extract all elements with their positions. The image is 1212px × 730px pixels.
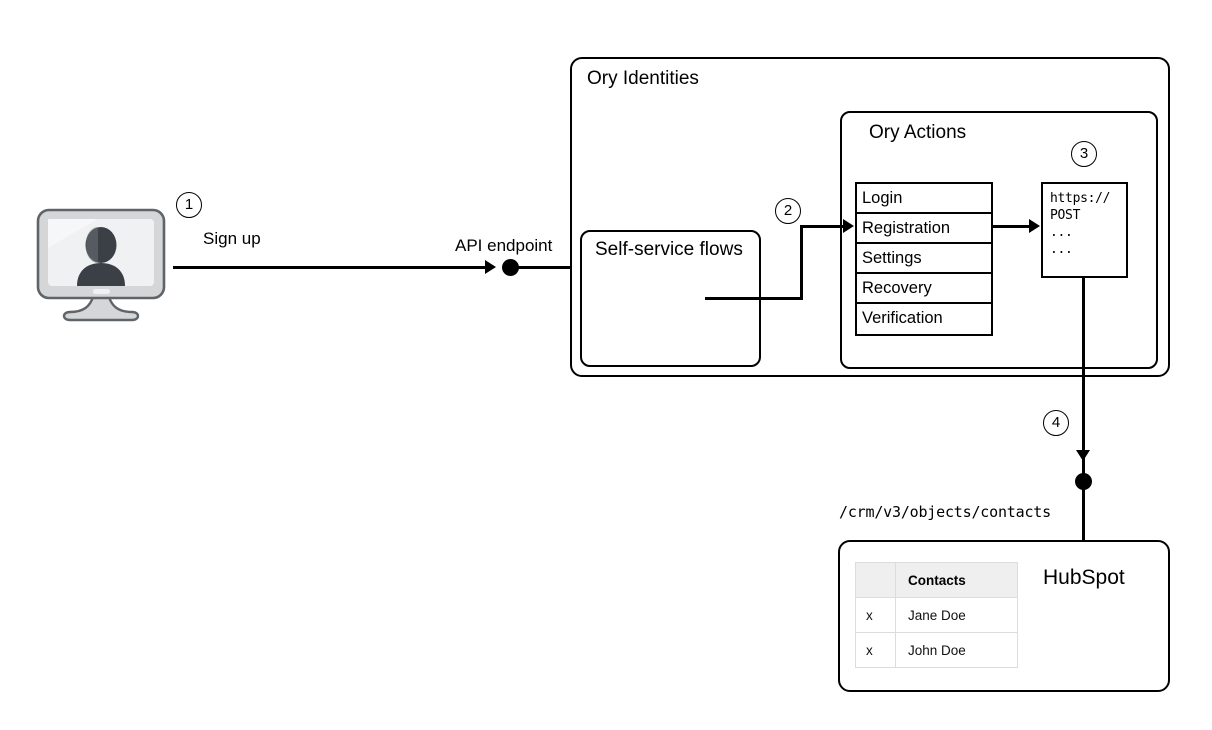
step2-connector-vertical	[800, 225, 803, 299]
ory-actions-title: Ory Actions	[869, 122, 967, 143]
step4-arrow-head	[1076, 450, 1090, 461]
step-circle-1: 1	[176, 192, 202, 218]
table-row[interactable]: x John Doe	[855, 632, 1018, 668]
self-service-flows-title: Self-service flows	[595, 239, 743, 260]
self-service-flow-list: Login Registration Settings Recovery Ver…	[855, 182, 993, 336]
table-header-marker	[855, 562, 896, 598]
step2-arrow-head	[843, 219, 854, 233]
ory-identities-title: Ory Identities	[587, 68, 699, 89]
sign-up-arrow-head	[485, 260, 496, 274]
table-cell-name: Jane Doe	[895, 597, 1018, 633]
webhook-line-body-2: ...	[1050, 242, 1073, 257]
table-cell-marker: x	[855, 632, 896, 668]
api-endpoint-dot	[502, 259, 519, 276]
hubspot-api-path-label: /crm/v3/objects/contacts	[839, 503, 1051, 521]
webhook-line-body-1: ...	[1050, 225, 1073, 240]
flow-row-recovery[interactable]: Recovery	[857, 274, 991, 304]
table-header-row: Contacts	[855, 562, 1018, 598]
registration-to-webhook-line	[993, 225, 1031, 228]
hubspot-title: HubSpot	[1043, 566, 1125, 589]
step-circle-4: 4	[1043, 410, 1069, 436]
hubspot-endpoint-connector	[1082, 489, 1085, 541]
step2-connector-upper	[800, 225, 844, 228]
table-header-contacts: Contacts	[895, 562, 1018, 598]
hubspot-endpoint-dot	[1075, 473, 1092, 490]
hubspot-contacts-table: Contacts x Jane Doe x John Doe	[855, 562, 1018, 668]
table-cell-name: John Doe	[895, 632, 1018, 668]
table-cell-marker: x	[855, 597, 896, 633]
registration-to-webhook-arrow-head	[1029, 219, 1040, 233]
user-monitor-icon	[36, 208, 166, 323]
step-circle-2: 2	[775, 198, 801, 224]
sign-up-label: Sign up	[203, 229, 261, 248]
sign-up-arrow-line	[173, 266, 485, 269]
webhook-line-method: POST	[1050, 208, 1081, 223]
flow-row-login[interactable]: Login	[857, 184, 991, 214]
api-endpoint-connector	[518, 266, 574, 269]
step4-connector-vertical	[1082, 278, 1085, 479]
api-endpoint-label: API endpoint	[455, 236, 553, 255]
table-row[interactable]: x Jane Doe	[855, 597, 1018, 633]
flow-row-verification[interactable]: Verification	[862, 309, 943, 327]
webhook-request-box: https:// POST ... ...	[1041, 182, 1128, 278]
webhook-line-url: https://	[1050, 191, 1111, 206]
flow-row-registration[interactable]: Registration	[857, 214, 991, 244]
step2-connector-lower	[705, 297, 803, 300]
step-circle-3: 3	[1071, 141, 1097, 167]
flow-row-settings[interactable]: Settings	[857, 244, 991, 274]
